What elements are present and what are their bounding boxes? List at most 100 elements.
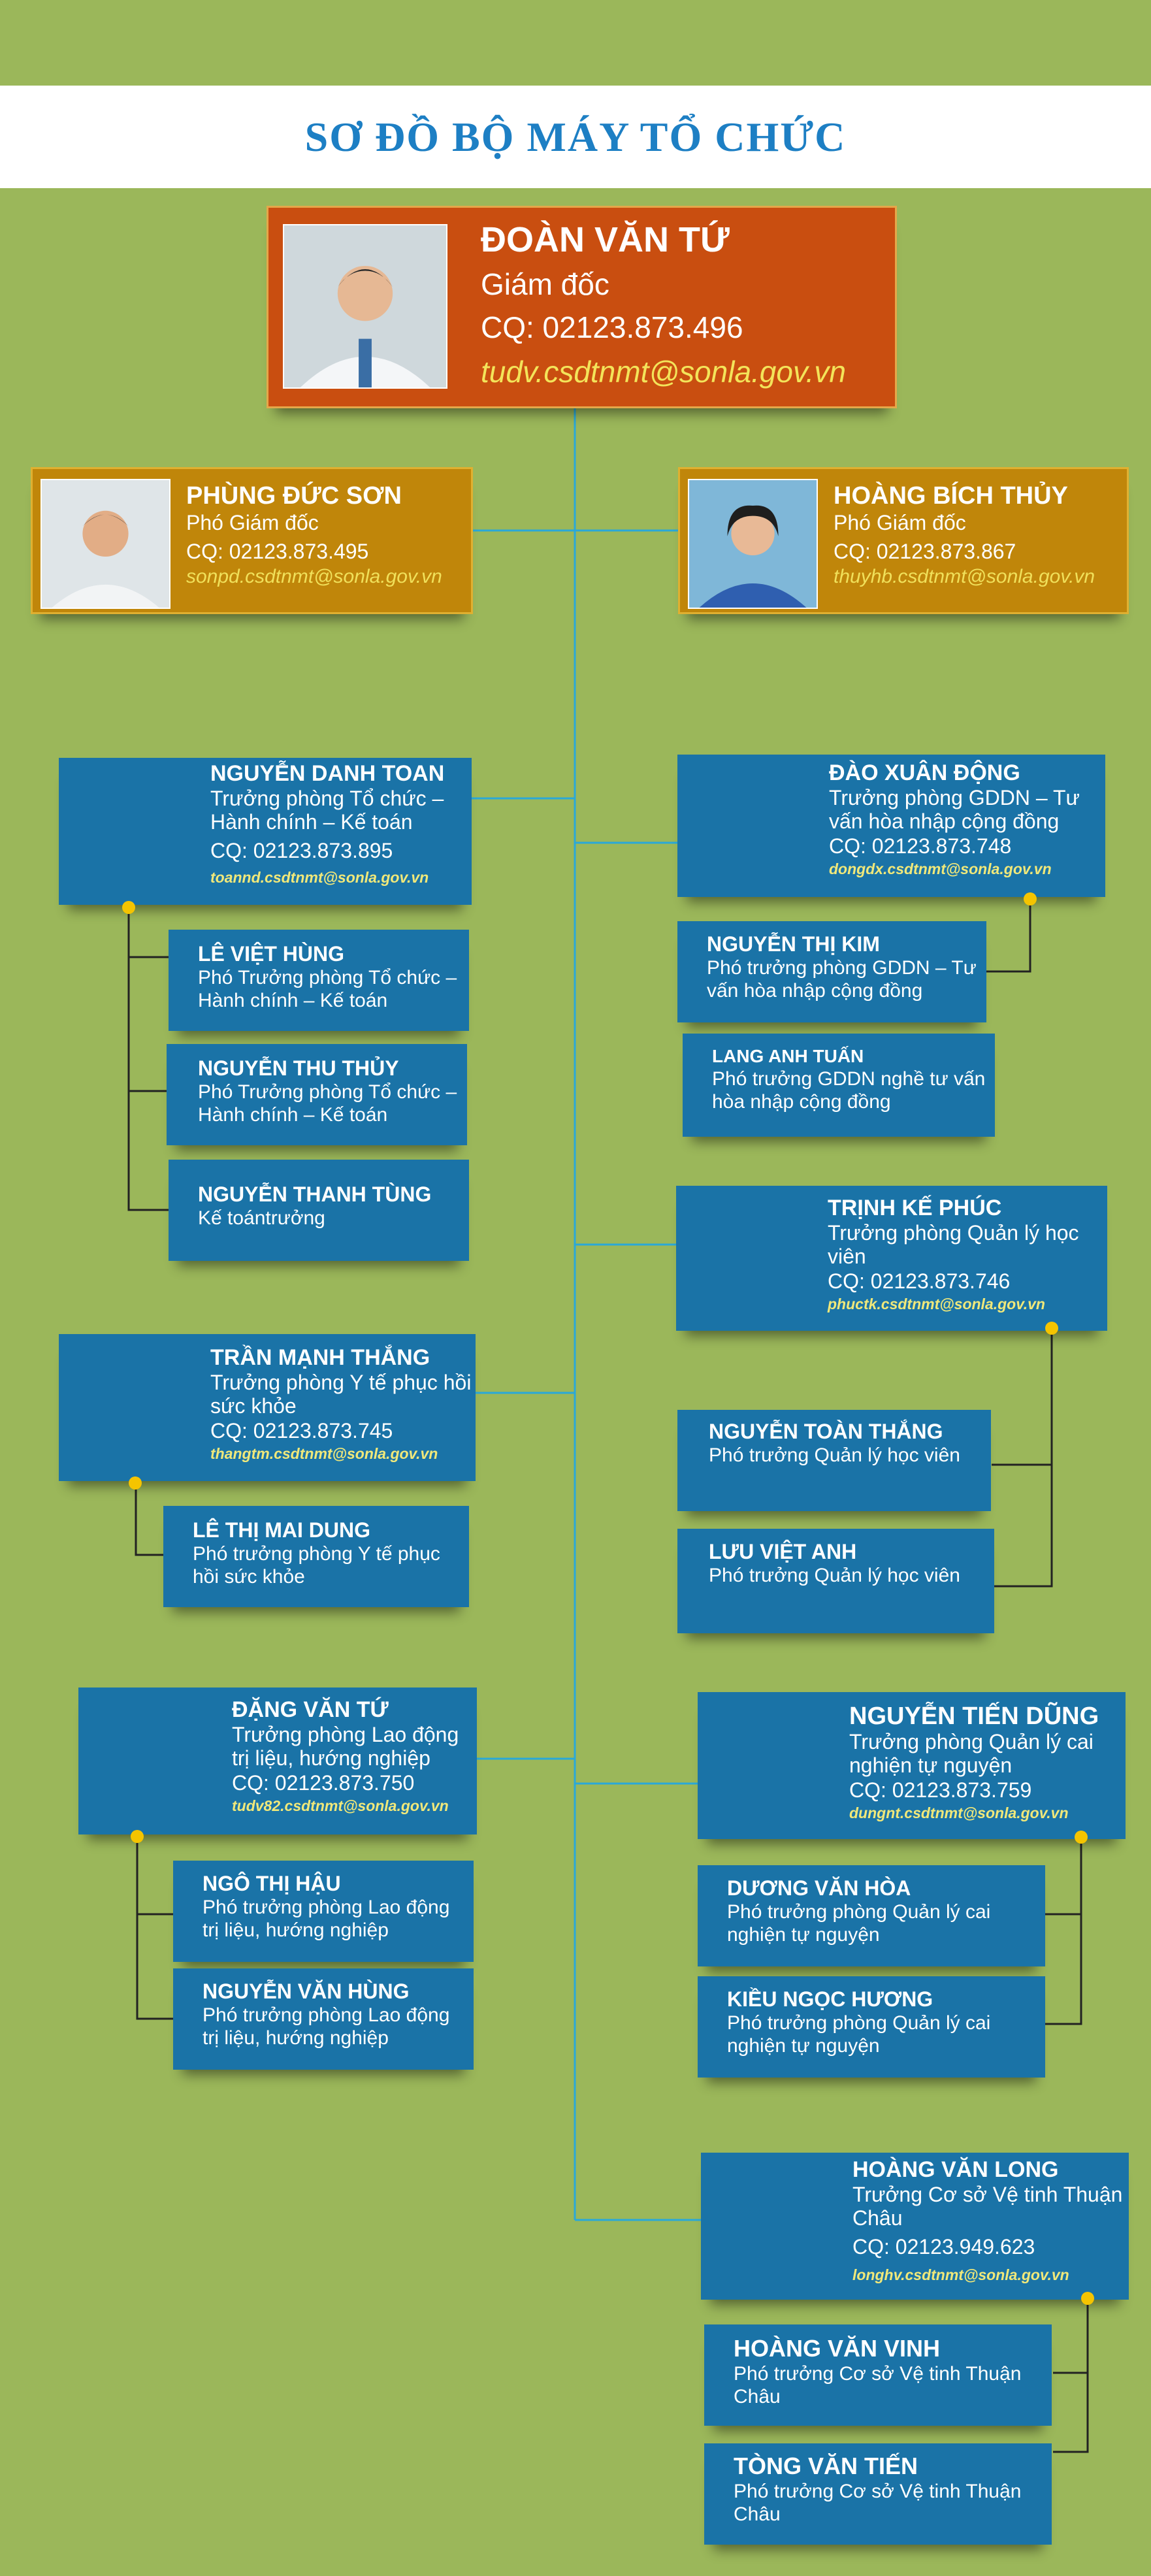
deputy-role: Phó Giám đốc bbox=[834, 511, 966, 534]
deputy-name: PHÙNG ĐỨC SƠN bbox=[186, 482, 402, 510]
deputy-head-name: NGUYỄN VĂN HÙNG bbox=[203, 1980, 410, 2003]
deputy-head-role: Kế toántrưởng bbox=[198, 1207, 325, 1229]
deputy-head-card: NGUYỄN TOÀN THẮNG Phó trưởng Quản lý học… bbox=[677, 1410, 991, 1511]
head-role: Trưởng phòng Quản lý học viên bbox=[828, 1221, 1079, 1268]
connector-dot bbox=[1024, 892, 1037, 905]
deputy-head-name: NGÔ THỊ HẬU bbox=[203, 1872, 341, 1895]
deputy-head-name: KIỀU NGỌC HƯƠNG bbox=[727, 1987, 933, 2011]
head-name: NGUYỄN DANH TOAN bbox=[210, 761, 445, 786]
department-head-card: ĐẶNG VĂN TỨ Trưởng phòng Lao động trị li… bbox=[78, 1687, 477, 1834]
deputy-head-role: Phó trưởng phòng Lao động trị liệu, hướn… bbox=[203, 1897, 450, 1941]
head-phone: CQ: 02123.873.748 bbox=[829, 834, 1012, 858]
deputy-head-card: TÒNG VĂN TIẾN Phó trưởng Cơ sở Vệ tinh T… bbox=[704, 2443, 1052, 2545]
head-role: Trưởng Cơ sở Vệ tinh Thuận Châu bbox=[852, 2183, 1123, 2230]
deputy-head-card: NGUYỄN THANH TÙNG Kế toántrưởng bbox=[169, 1160, 469, 1261]
deputy-head-card: LANG ANH TUẤN Phó trưởng GDDN nghề tư vấ… bbox=[683, 1034, 995, 1137]
deputy-head-name: HOÀNG VĂN VINH bbox=[734, 2335, 941, 2362]
head-name: TRỊNH KẾ PHÚC bbox=[828, 1196, 1002, 1220]
deputy-role: Phó Giám đốc bbox=[186, 511, 319, 534]
connector-dot bbox=[1075, 1831, 1088, 1844]
deputy-phone: CQ: 02123.873.495 bbox=[186, 540, 369, 563]
department-head-card: NGUYỄN TIẾN DŨNG Trưởng phòng Quản lý ca… bbox=[698, 1692, 1126, 1839]
head-name: ĐÀO XUÂN ĐỘNG bbox=[829, 760, 1020, 785]
deputy-head-card: NGUYỄN VĂN HÙNG Phó trưởng phòng Lao độn… bbox=[173, 1968, 474, 2070]
deputy-head-name: NGUYỄN THU THỦY bbox=[198, 1056, 399, 1080]
deputy-head-role: Phó Trưởng phòng Tổ chức – Hành chính – … bbox=[198, 967, 457, 1011]
director-phone: CQ: 02123.873.496 bbox=[481, 310, 743, 344]
head-name: NGUYỄN TIẾN DŨNG bbox=[849, 1703, 1099, 1730]
deputy-head-role: Phó trưởng phòng Lao động trị liệu, hướn… bbox=[203, 2004, 450, 2049]
department-head-card: TRỊNH KẾ PHÚC Trưởng phòng Quản lý học v… bbox=[676, 1186, 1107, 1331]
head-phone: CQ: 02123.949.623 bbox=[852, 2235, 1035, 2258]
head-phone: CQ: 02123.873.746 bbox=[828, 1269, 1011, 1293]
deputy-head-role: Phó trưởng Cơ sở Vệ tinh Thuận Châu bbox=[734, 2363, 1022, 2407]
deputy-head-card: KIỀU NGỌC HƯƠNG Phó trưởng phòng Quản lý… bbox=[698, 1976, 1045, 2078]
head-email[interactable]: thangtm.csdtnmt@sonla.gov.vn bbox=[210, 1445, 438, 1462]
deputy-head-name: LÊ THỊ MAI DUNG bbox=[193, 1518, 370, 1542]
deputy-email[interactable]: sonpd.csdtnmt@sonla.gov.vn bbox=[186, 566, 442, 587]
deputy-head-role: Phó trưởng Quản lý học viên bbox=[709, 1444, 960, 1466]
deputy-head-name: TÒNG VĂN TIẾN bbox=[734, 2453, 918, 2479]
head-name: HOÀNG VĂN LONG bbox=[852, 2157, 1059, 2182]
deputy-head-role: Phó trưởng phòng Y tế phục hồi sức khỏe bbox=[193, 1543, 440, 1588]
deputy-head-name: NGUYỄN TOÀN THẮNG bbox=[709, 1420, 943, 1443]
head-email[interactable]: dongdx.csdtnmt@sonla.gov.vn bbox=[829, 860, 1052, 877]
deputy-head-name: DƯƠNG VĂN HÒA bbox=[727, 1876, 911, 1900]
deputy-email[interactable]: thuyhb.csdtnmt@sonla.gov.vn bbox=[834, 566, 1095, 587]
deputy-head-card: LÊ THỊ MAI DUNG Phó trưởng phòng Y tế ph… bbox=[163, 1506, 469, 1607]
person-photo-icon bbox=[689, 480, 817, 608]
deputy-photo bbox=[41, 479, 170, 609]
director-name: ĐOÀN VĂN TỨ bbox=[481, 220, 730, 259]
department-head-card: HOÀNG VĂN LONG Trưởng Cơ sở Vệ tinh Thuậ… bbox=[701, 2153, 1129, 2300]
deputy-head-card: NGUYỄN THỊ KIM Phó trưởng phòng GDDN – T… bbox=[677, 921, 986, 1022]
deputy-head-card: NGÔ THỊ HẬU Phó trưởng phòng Lao động tr… bbox=[173, 1861, 474, 1962]
head-phone: CQ: 02123.873.759 bbox=[849, 1778, 1032, 1802]
head-email[interactable]: phuctk.csdtnmt@sonla.gov.vn bbox=[828, 1296, 1045, 1312]
connector-dot bbox=[1081, 2292, 1094, 2305]
connector-dot bbox=[131, 1830, 144, 1843]
person-photo-icon bbox=[42, 480, 169, 608]
director-photo bbox=[283, 224, 447, 389]
deputy-head-card: HOÀNG VĂN VINH Phó trưởng Cơ sở Vệ tinh … bbox=[704, 2324, 1052, 2426]
head-email[interactable]: longhv.csdtnmt@sonla.gov.vn bbox=[852, 2266, 1069, 2283]
deputy-head-role: Phó trưởng phòng GDDN – Tư vấn hòa nhập … bbox=[707, 957, 977, 1002]
title-banner: SƠ ĐỒ BỘ MÁY TỔ CHỨC bbox=[0, 86, 1151, 188]
deputy-card: HOÀNG BÍCH THỦY Phó Giám đốc CQ: 02123.8… bbox=[678, 467, 1129, 614]
director-email[interactable]: tudv.csdtnmt@sonla.gov.vn bbox=[481, 355, 846, 389]
person-photo-icon bbox=[284, 225, 446, 387]
head-phone: CQ: 02123.873.745 bbox=[210, 1419, 393, 1443]
deputy-head-card: DƯƠNG VĂN HÒA Phó trưởng phòng Quản lý c… bbox=[698, 1865, 1045, 1966]
department-head-card: NGUYỄN DANH TOAN Trưởng phòng Tổ chức – … bbox=[59, 758, 472, 905]
head-name: TRẦN MẠNH THẮNG bbox=[210, 1345, 430, 1370]
deputy-head-name: LÊ VIỆT HÙNG bbox=[198, 942, 345, 966]
director-role: Giám đốc bbox=[481, 267, 609, 301]
head-phone: CQ: 02123.873.895 bbox=[210, 839, 393, 862]
head-role: Trưởng phòng Lao động trị liệu, hướng ng… bbox=[232, 1723, 459, 1770]
page-title: SƠ ĐỒ BỘ MÁY TỔ CHỨC bbox=[304, 113, 847, 160]
deputy-head-name: NGUYỄN THANH TÙNG bbox=[198, 1182, 432, 1206]
deputy-head-role: Phó Trưởng phòng Tổ chức – Hành chính – … bbox=[198, 1081, 457, 1126]
connector-dot bbox=[1045, 1322, 1058, 1335]
deputy-head-card: LƯU VIỆT ANH Phó trưởng Quản lý học viên bbox=[677, 1529, 994, 1633]
head-role: Trưởng phòng Y tế phục hồi sức khỏe bbox=[210, 1371, 472, 1418]
deputy-name: HOÀNG BÍCH THỦY bbox=[834, 482, 1068, 510]
deputy-card: PHÙNG ĐỨC SƠN Phó Giám đốc CQ: 02123.873… bbox=[31, 467, 473, 614]
deputy-head-role: Phó trưởng GDDN nghề tư vấn hòa nhập cộn… bbox=[712, 1068, 986, 1113]
head-role: Trưởng phòng Quản lý cai nghiện tự nguyệ… bbox=[849, 1730, 1094, 1777]
deputy-head-role: Phó trưởng phòng Quản lý cai nghiện tự n… bbox=[727, 1901, 991, 1946]
head-role: Trưởng phòng GDDN – Tư vấn hòa nhập cộng… bbox=[829, 786, 1080, 833]
deputy-head-card: NGUYỄN THU THỦY Phó Trưởng phòng Tổ chức… bbox=[167, 1044, 467, 1145]
head-role: Trưởng phòng Tổ chức – Hành chính – Kế t… bbox=[210, 787, 444, 834]
deputy-photo bbox=[688, 479, 818, 609]
department-head-card: ĐÀO XUÂN ĐỘNG Trưởng phòng GDDN – Tư vấn… bbox=[677, 755, 1105, 897]
director-card: ĐOÀN VĂN TỨ Giám đốc CQ: 02123.873.496 t… bbox=[267, 206, 897, 408]
deputy-head-role: Phó trưởng Cơ sở Vệ tinh Thuận Châu bbox=[734, 2481, 1022, 2525]
connector-dot bbox=[129, 1476, 142, 1490]
deputy-head-name: LANG ANH TUẤN bbox=[712, 1046, 864, 1066]
head-email[interactable]: toannd.csdtnmt@sonla.gov.vn bbox=[210, 869, 429, 886]
department-head-card: TRẦN MẠNH THẮNG Trưởng phòng Y tế phục h… bbox=[59, 1334, 476, 1481]
deputy-head-role: Phó trưởng Quản lý học viên bbox=[709, 1565, 960, 1586]
head-email[interactable]: tudv82.csdtnmt@sonla.gov.vn bbox=[232, 1797, 449, 1814]
head-email[interactable]: dungnt.csdtnmt@sonla.gov.vn bbox=[849, 1804, 1069, 1821]
